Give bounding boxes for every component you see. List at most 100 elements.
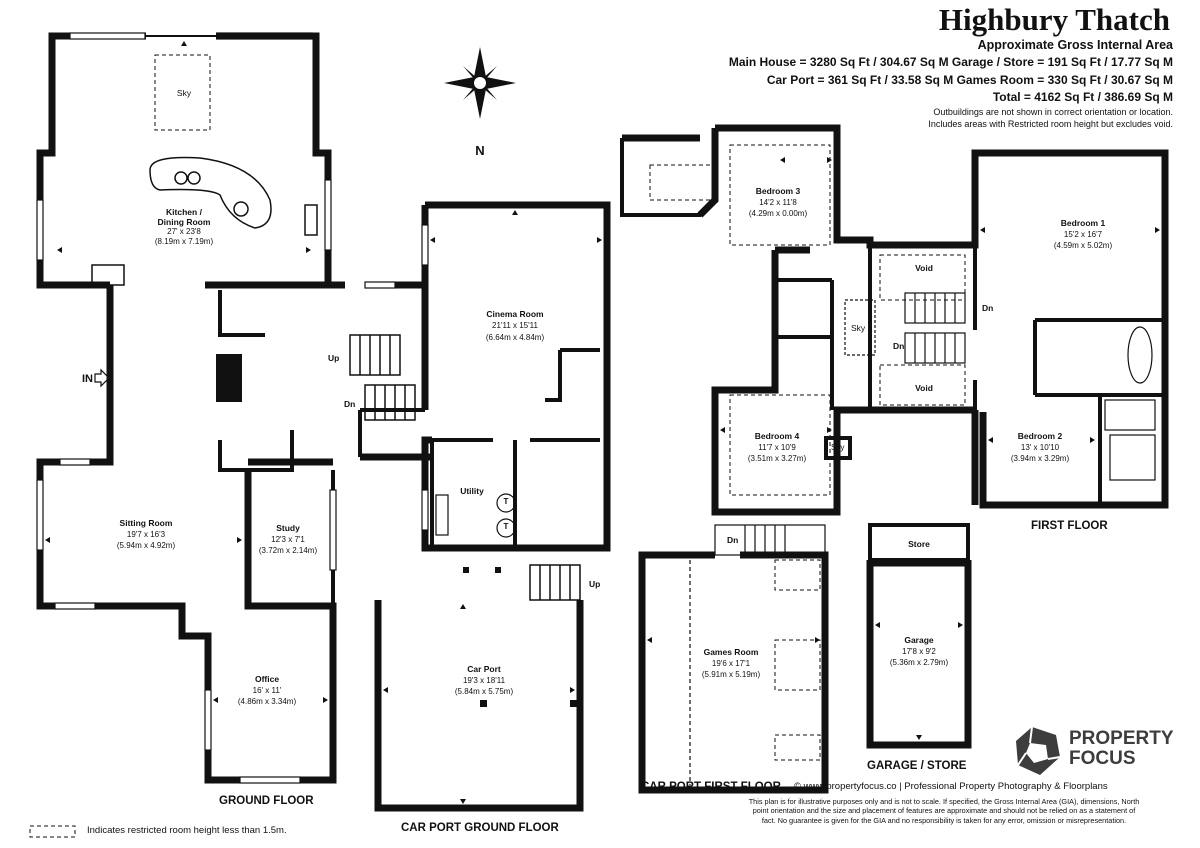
room-name: Bedroom 4: [754, 431, 800, 441]
room-carport: Car Port 19'3 x 18'11 (5.84m x 5.75m): [455, 664, 513, 697]
room-bedroom-3: Bedroom 3 14'2 x 11'8 (4.29m x 0.00m): [749, 186, 807, 219]
room-study: Study 12'3 x 7'1 (3.72m x 2.14m): [259, 523, 317, 556]
sky-label-kitchen: Sky: [176, 88, 192, 98]
car-port-pillars: [463, 567, 577, 707]
room-dim-imperial: 12'3 x 7'1: [271, 535, 305, 544]
room-cinema: Cinema Room 21'11 x 15'11 (6.64m x 4.84m…: [486, 308, 544, 344]
room-name: Study: [276, 523, 300, 533]
room-dim-imperial: 14'2 x 11'8: [759, 198, 797, 207]
area-line-carport-games: Car Port = 361 Sq Ft / 33.58 Sq M Games …: [766, 72, 1173, 87]
void-label-bottom: Void: [915, 383, 933, 393]
room-name: Sitting Room: [119, 518, 173, 528]
entrance-label: IN: [82, 373, 93, 385]
room-dim-imperial: 13' x 10'10: [1020, 443, 1060, 452]
floor-label-garage-store: GARAGE / STORE: [867, 760, 967, 772]
plan-notes: Outbuildings are not shown in correct or…: [928, 106, 1173, 130]
utility-tank-label: T: [503, 497, 509, 506]
room-bedroom-1: Bedroom 1 15'2 x 16'7 (4.59m x 5.02m): [1054, 218, 1112, 251]
note-restricted-height: Includes areas with Restricted room heig…: [928, 119, 1173, 129]
room-name: Kitchen / Dining Room: [157, 207, 211, 227]
room-dim-metric: (4.86m x 3.34m): [237, 697, 297, 706]
area-line-main-garage: Main House = 3280 Sq Ft / 304.67 Sq M Ga…: [728, 55, 1173, 69]
disclaimer-line: point orientation and the size and place…: [752, 806, 1136, 816]
games-room-stairs: [689, 524, 826, 785]
room-name: Bedroom 1: [1060, 218, 1106, 228]
room-dim-metric: (5.91m x 5.19m): [701, 670, 761, 679]
room-name: Office: [254, 674, 280, 684]
room-name: Cinema Room: [486, 309, 544, 319]
disclaimer-line: fact. No guarantee is given for the GIA …: [761, 815, 1127, 825]
floor-label-first: FIRST FLOOR: [1031, 520, 1108, 532]
stairs-down-label-first: Dn: [982, 303, 994, 313]
stairs-down-label-games: Dn: [727, 535, 739, 545]
room-dim-imperial: 27' x 23'8: [167, 227, 201, 236]
ground-floor-partitions: [216, 290, 600, 606]
legend-text: Indicates restricted room height less th…: [87, 825, 287, 836]
room-name: Games Room: [703, 647, 759, 657]
footer-disclaimer: This plan is for illustrative purposes o…: [749, 797, 1140, 825]
room-dim-imperial: 21'11 x 15'11: [492, 321, 538, 330]
garage-outline: [866, 559, 972, 749]
plan-subtitle: Approximate Gross Internal Area: [977, 38, 1173, 52]
room-name: Garage: [904, 635, 934, 645]
logo-wordmark: PROPERTY FOCUS: [1069, 729, 1174, 769]
entrance-arrow-icon: [94, 368, 110, 388]
logo-line-1: PROPERTY: [1069, 728, 1174, 749]
room-dim-imperial: 11'7 x 10'9: [758, 443, 796, 452]
area-line-total: Total = 4162 Sq Ft / 386.69 Sq M: [992, 90, 1173, 105]
room-name: Bedroom 2: [1017, 431, 1063, 441]
room-dim-metric: (5.94m x 4.92m): [116, 541, 176, 550]
room-dim-metric: (3.72m x 2.14m): [258, 546, 318, 555]
first-floor-partitions: [620, 138, 1165, 505]
sky-label-landing: Sky: [851, 323, 866, 333]
room-games: Games Room 19'6 x 17'1 (5.91m x 5.19m): [702, 647, 760, 680]
room-dim-imperial: 19'6 x 17'1: [711, 659, 751, 668]
room-dim-imperial: 15'2 x 16'7: [1063, 230, 1103, 239]
room-garage: Garage 17'8 x 9'2 (5.36m x 2.79m): [890, 635, 948, 668]
windows: [36, 32, 429, 784]
room-utility: Utility: [460, 486, 484, 496]
stairs-up-label-carport: Up: [589, 579, 601, 589]
room-sitting: Sitting Room 19'7 x 16'3 (5.94m x 4.92m): [117, 518, 175, 551]
restricted-height-areas: [29, 54, 966, 838]
room-store: Store: [908, 539, 930, 549]
stairs-down-label: Dn: [344, 399, 356, 409]
room-dim-imperial: 19'7 x 16'3: [126, 530, 166, 539]
floor-label-carport-first: CAR PORT FIRST FLOOR: [641, 781, 781, 793]
room-dim-metric: (8.19m x 7.19m): [154, 237, 214, 246]
footer-credit: © www.propertyfocus.co | Professional Pr…: [794, 781, 1108, 792]
stairs-down-label-first-lower: Dn: [893, 341, 905, 351]
ground-floor-stairs: [349, 334, 581, 601]
room-name: Bedroom 3: [755, 186, 801, 196]
room-bedroom-2: Bedroom 2 13' x 10'10 (3.94m x 3.29m): [1011, 431, 1069, 464]
sky-label-bedroom4: Sky: [831, 443, 845, 452]
first-floor-stairs: [844, 292, 1156, 481]
room-dim-imperial: 16' x 11': [252, 686, 282, 695]
floor-label-carport-ground: CAR PORT GROUND FLOOR: [401, 822, 559, 834]
ground-floor-walls: [36, 32, 611, 812]
plan-title: Highbury Thatch: [938, 2, 1170, 37]
stairs-up-label: Up: [328, 353, 340, 363]
void-label-top: Void: [915, 263, 933, 273]
room-dim-metric: (5.36m x 2.79m): [889, 658, 949, 667]
room-dim-metric: (5.84m x 5.75m): [454, 687, 514, 696]
property-focus-logo-icon: [1016, 726, 1061, 775]
room-office: Office 16' x 11' (4.86m x 3.34m): [238, 674, 296, 707]
room-dim-metric: (3.51m x 3.27m): [747, 454, 807, 463]
kitchen-fittings: [91, 156, 318, 286]
room-dim-metric: (3.94m x 3.29m): [1010, 454, 1070, 463]
note-orientation: Outbuildings are not shown in correct or…: [933, 107, 1173, 117]
room-dim-imperial: 19'3 x 18'11: [462, 676, 506, 685]
compass-icon: [444, 47, 516, 119]
room-dim-metric: (4.59m x 5.02m): [1053, 241, 1113, 250]
logo-line-2: FOCUS: [1069, 748, 1136, 769]
room-kitchen: Kitchen / Dining Room 27' x 23'8 (8.19m …: [155, 207, 213, 247]
dimension-markers: [45, 41, 1160, 804]
room-bedroom-4: Bedroom 4 11'7 x 10'9 (3.51m x 3.27m): [748, 431, 806, 464]
utility-tank-label: T: [503, 522, 509, 531]
room-name: Car Port: [467, 664, 501, 674]
floor-label-ground: GROUND FLOOR: [219, 795, 314, 807]
disclaimer-line: This plan is for illustrative purposes o…: [748, 797, 1140, 806]
utility-tanks: [435, 493, 516, 538]
